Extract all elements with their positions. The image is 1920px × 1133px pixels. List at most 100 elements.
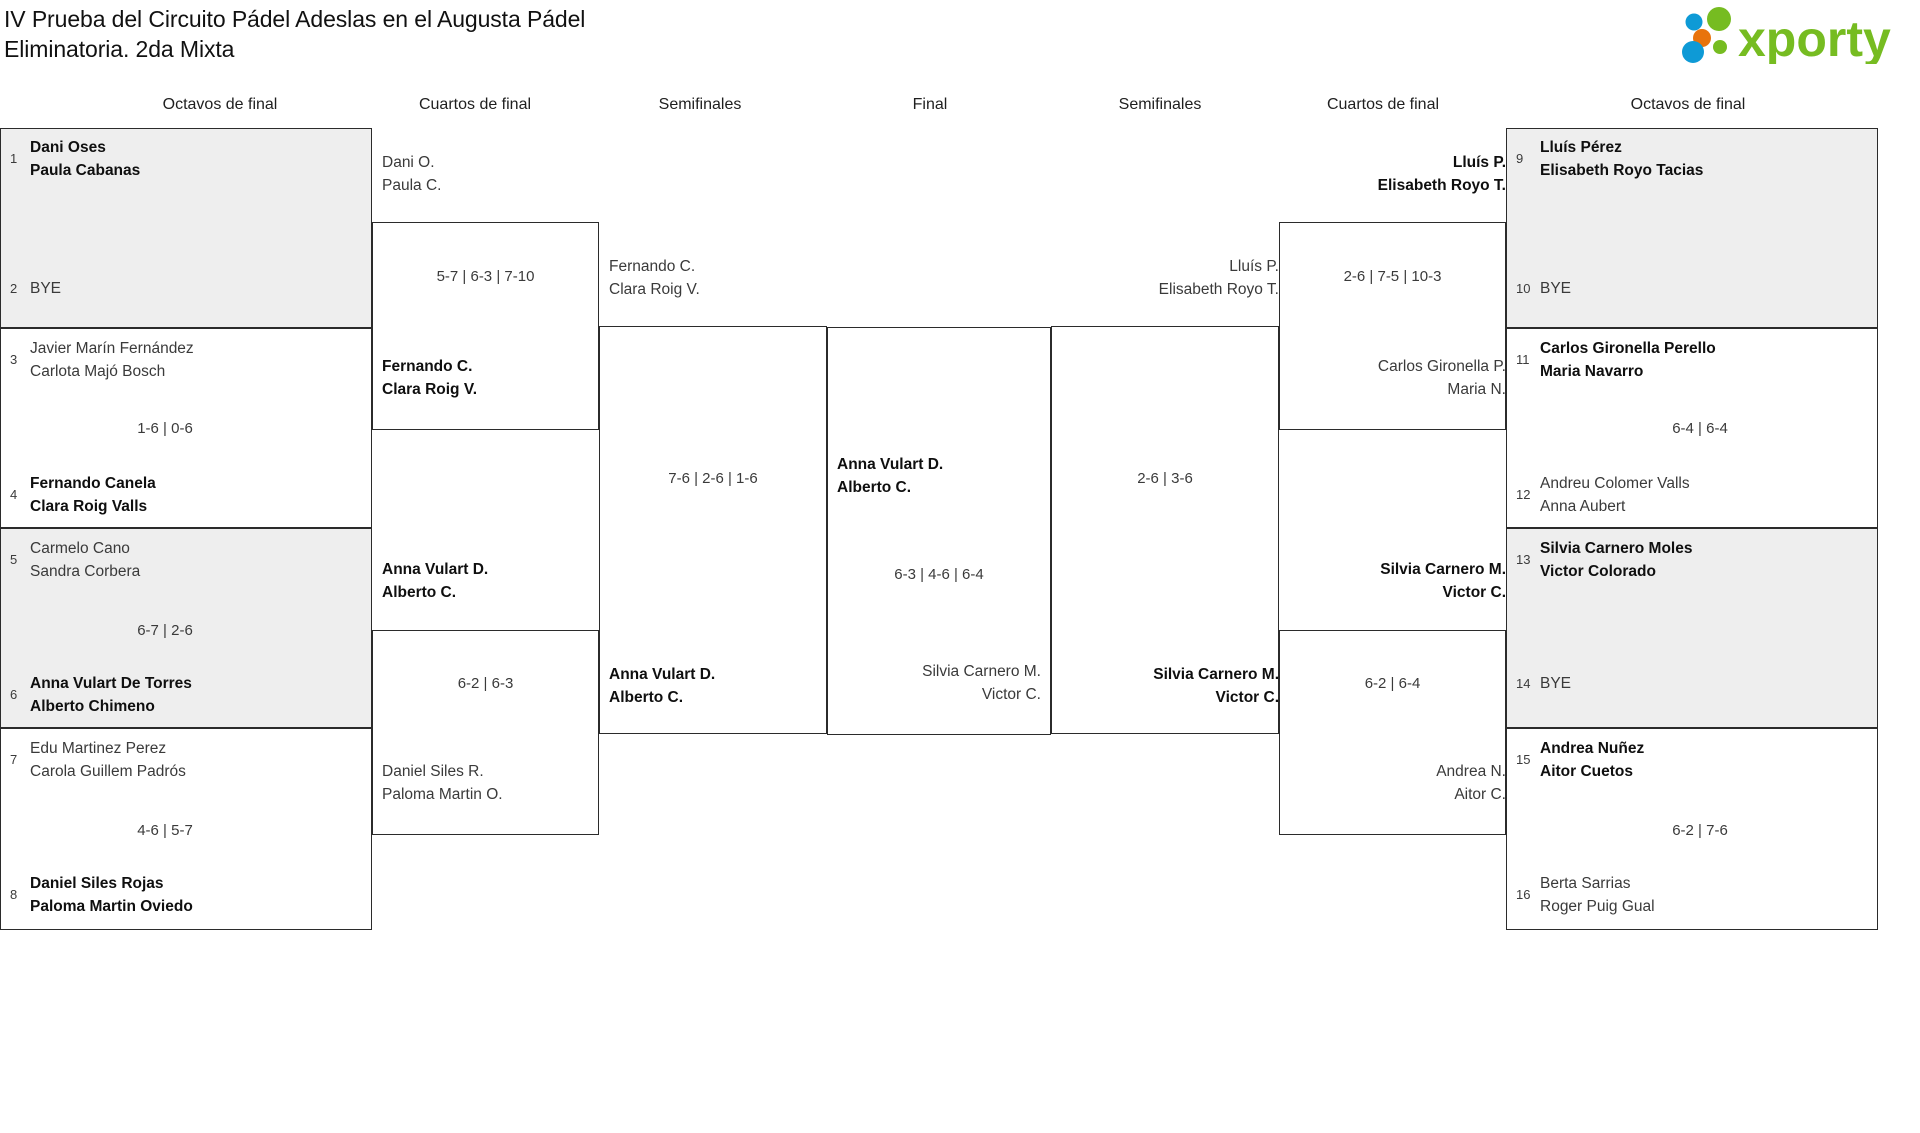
score-right-sf: 2-6 | 3-6 <box>1137 470 1193 487</box>
team-names: Anna Vulart D.Alberto C. <box>837 456 944 496</box>
score-right-qf-2: 6-2 | 6-4 <box>1364 675 1421 692</box>
score-left-sf: 7-6 | 2-6 | 1-6 <box>668 470 758 487</box>
team-slot-left-qf-1a[interactable]: Dani O.Paula C. <box>382 151 441 197</box>
team-names: Silvia Carnero M.Victor C. <box>922 663 1041 703</box>
team-names: Lluís P.Elisabeth Royo T. <box>1158 258 1279 298</box>
team-names: Fernando C.Clara Roig V. <box>609 258 700 298</box>
team-slot-final-right[interactable]: Silvia Carnero M.Victor C. <box>827 660 1041 706</box>
match-box-left-qf-1[interactable] <box>372 222 599 430</box>
seed-number: 16 <box>1516 887 1531 902</box>
round-label-left-r16: Octavos de final <box>162 96 278 113</box>
seed-number: 9 <box>1516 151 1524 166</box>
team-names: Anna Vulart D.Alberto C. <box>609 666 716 706</box>
round-label-right-sf: Semifinales <box>1118 96 1202 113</box>
team-slot-right-qf-1b[interactable]: Carlos Gironella P.Maria N. <box>1279 355 1506 401</box>
team-names: Fernando C.Clara Roig V. <box>382 358 478 398</box>
match-box-final[interactable] <box>827 327 1051 735</box>
seed-number: 8 <box>10 887 18 902</box>
team-slot-left-sf-a[interactable]: Fernando C.Clara Roig V. <box>609 255 700 301</box>
team-slot-right-qf-2b[interactable]: Andrea N.Aitor C. <box>1279 760 1506 806</box>
seed-number: 12 <box>1516 487 1531 502</box>
match-box-right-r16-4[interactable] <box>1506 728 1878 930</box>
team-names: Daniel Siles R.Paloma Martin O. <box>382 763 503 803</box>
seed-number: 2 <box>10 281 18 296</box>
match-box-left-qf-2[interactable] <box>372 630 599 835</box>
team-slot-right-sf-b[interactable]: Silvia Carnero M.Victor C. <box>1051 663 1279 709</box>
team-slot-right-sf-a[interactable]: Lluís P.Elisabeth Royo T. <box>1051 255 1279 301</box>
team-slot-left-qf-2a[interactable]: Anna Vulart D.Alberto C. <box>382 558 488 604</box>
team-slot-left-2[interactable]: 2 BYE <box>10 277 61 300</box>
team-slot-right-qf-2a[interactable]: Silvia Carnero M.Victor C. <box>1279 558 1506 604</box>
match-box-right-r16-3[interactable] <box>1506 528 1878 728</box>
score-left-qf-2: 6-2 | 6-3 <box>457 675 514 692</box>
svg-text:xporty: xporty <box>1738 11 1891 64</box>
round-label-left-sf: Semifinales <box>658 96 742 113</box>
seed-number: 3 <box>10 352 18 367</box>
match-box-left-r16-1[interactable] <box>0 128 372 328</box>
seed-number: 14 <box>1516 676 1531 691</box>
match-box-right-r16-1[interactable] <box>1506 128 1878 328</box>
seed-number: 7 <box>10 752 18 767</box>
team-names: Silvia Carnero M.Victor C. <box>1380 561 1506 601</box>
team-names: Lluís P.Elisabeth Royo T. <box>1377 154 1506 194</box>
xporty-logo: xporty <box>1672 6 1912 64</box>
match-box-right-sf[interactable] <box>1051 326 1279 734</box>
match-box-right-qf-1[interactable] <box>1279 222 1506 430</box>
score-final: 6-3 | 4-6 | 6-4 <box>894 566 984 583</box>
score-right-r16-2: 6-4 | 6-4 <box>1672 420 1728 437</box>
match-box-left-sf[interactable] <box>599 326 827 734</box>
match-box-right-qf-2[interactable] <box>1279 630 1506 835</box>
seed-number: 1 <box>10 151 18 166</box>
team-slot-right-14[interactable]: 14 BYE <box>1516 672 1571 695</box>
match-box-left-r16-4[interactable] <box>0 728 372 930</box>
team-slot-right-10[interactable]: 10 BYE <box>1516 277 1571 300</box>
team-slot-left-sf-b[interactable]: Anna Vulart D.Alberto C. <box>609 663 715 709</box>
seed-number: 5 <box>10 552 18 567</box>
seed-number: 10 <box>1516 281 1531 296</box>
team-names: BYE <box>30 280 62 297</box>
team-names: Andrea N.Aitor C. <box>1436 763 1506 803</box>
score-left-qf-1: 5-7 | 6-3 | 7-10 <box>436 268 535 285</box>
page-header: IV Prueba del Circuito Pádel Adeslas en … <box>0 0 1920 70</box>
team-names: Anna Vulart D.Alberto C. <box>382 561 489 601</box>
team-slot-right-qf-1a[interactable]: Lluís P.Elisabeth Royo T. <box>1279 151 1506 197</box>
round-label-right-qf: Cuartos de final <box>1326 96 1440 113</box>
team-slot-left-qf-1b[interactable]: Fernando C.Clara Roig V. <box>382 355 477 401</box>
match-box-left-r16-2[interactable] <box>0 328 372 528</box>
team-names: BYE <box>1540 280 1572 297</box>
team-slot-left-qf-2b[interactable]: Daniel Siles R.Paloma Martin O. <box>382 760 503 806</box>
match-box-right-r16-2[interactable] <box>1506 328 1878 528</box>
team-names: Dani O.Paula C. <box>382 154 442 194</box>
team-names: Silvia Carnero M.Victor C. <box>1153 666 1279 706</box>
team-slot-final-left[interactable]: Anna Vulart D.Alberto C. <box>837 453 943 499</box>
score-right-r16-4: 6-2 | 7-6 <box>1672 822 1728 839</box>
team-names: Carlos Gironella P.Maria N. <box>1377 358 1506 398</box>
match-box-left-r16-3[interactable] <box>0 528 372 728</box>
